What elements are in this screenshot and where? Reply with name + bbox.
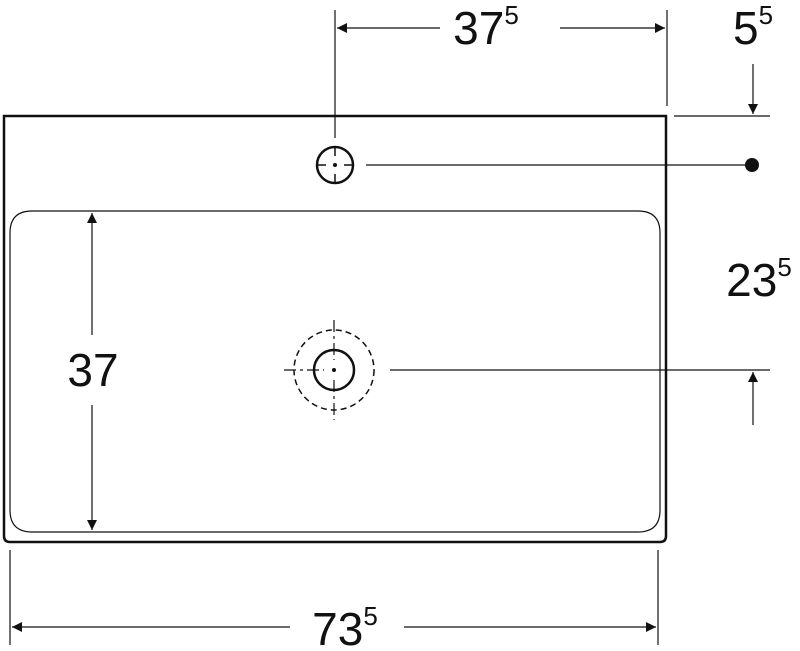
dim-tap-from-edge-label: 55 xyxy=(733,0,773,54)
basin-outline xyxy=(2,114,668,544)
dim-tap-offset-label: 375 xyxy=(453,0,519,54)
drain xyxy=(284,320,375,420)
dim-drain-from-edge-label: 235 xyxy=(726,252,792,306)
bowl-outline xyxy=(9,210,661,533)
dim-total-width-label: 735 xyxy=(312,601,378,651)
tap-hole-reference-dot xyxy=(745,158,759,172)
tap-hole xyxy=(315,145,355,185)
dim-bowl-depth-label: 37 xyxy=(67,344,118,396)
